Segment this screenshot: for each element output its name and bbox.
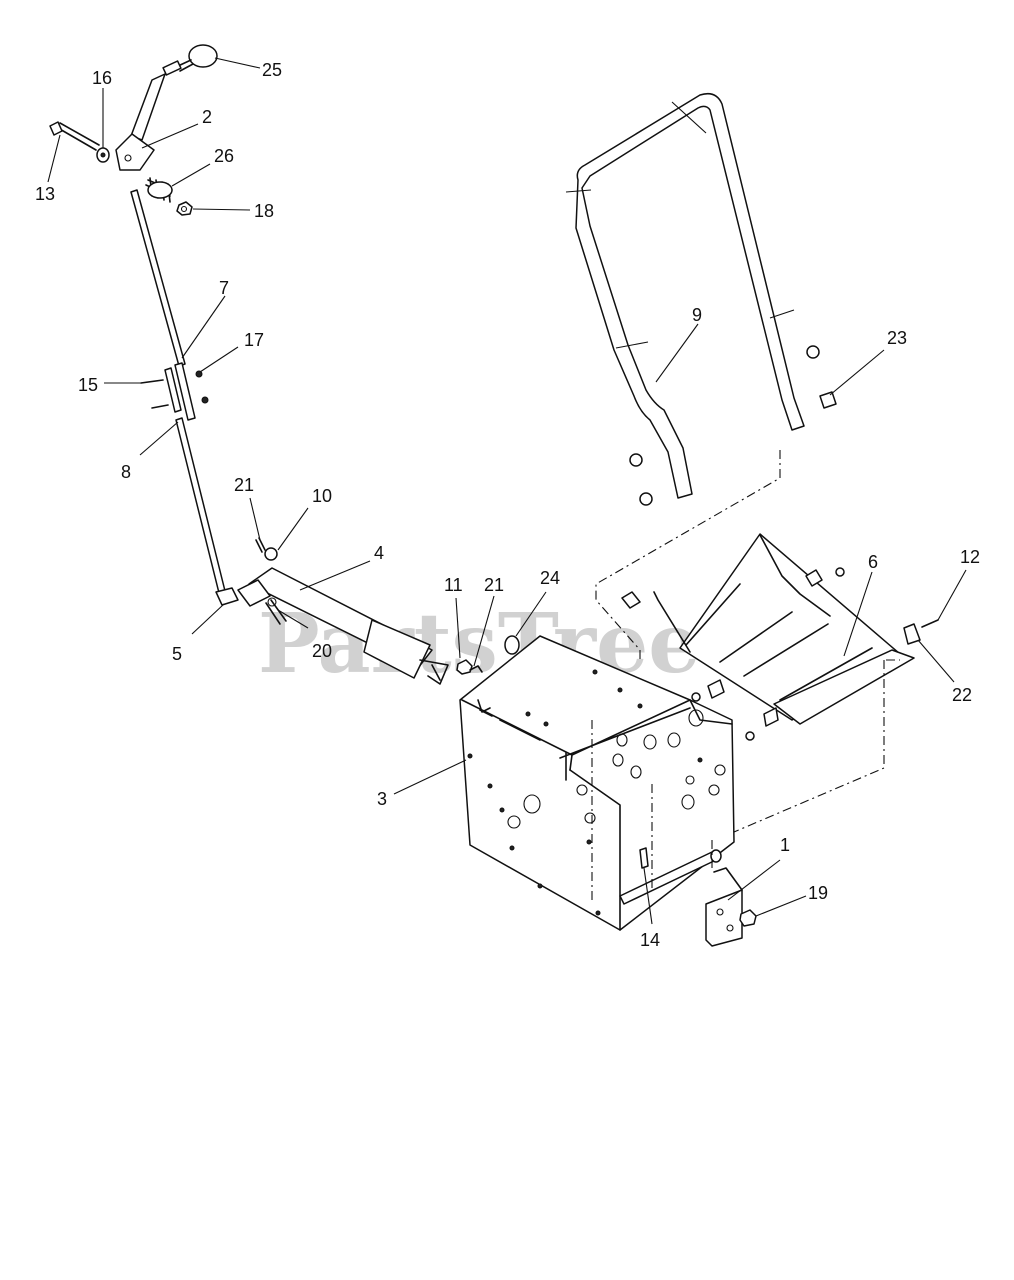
callout-2: 2 — [202, 107, 212, 127]
callout-3: 3 — [377, 789, 387, 809]
callout-19: 19 — [808, 883, 828, 903]
carriage-bolt — [639, 847, 649, 869]
callout-5: 5 — [172, 644, 182, 664]
callout-labels: 25 16 2 13 26 18 7 17 15 8 9 23 21 10 4 … — [35, 60, 980, 950]
step-plate — [653, 533, 915, 725]
callout-8: 8 — [121, 462, 131, 482]
assembly-centerlines — [591, 450, 900, 900]
callout-7: 7 — [219, 278, 229, 298]
callout-20: 20 — [312, 641, 332, 661]
callout-15: 15 — [78, 375, 98, 395]
shift-rod-upper — [130, 189, 186, 367]
callout-13: 13 — [35, 184, 55, 204]
handle-bolts — [629, 345, 837, 506]
callout-10: 10 — [312, 486, 332, 506]
handle-bar — [565, 92, 805, 499]
main-frame — [459, 635, 735, 931]
compression-spring — [145, 177, 173, 203]
shoulder-bolt — [49, 121, 100, 151]
callout-1: 1 — [780, 835, 790, 855]
axle-rod — [619, 849, 722, 905]
callout-16: 16 — [92, 68, 112, 88]
frame-nut — [456, 659, 483, 675]
bushing-small — [264, 547, 278, 561]
lock-nut-small — [176, 201, 193, 216]
bushing-large — [504, 635, 520, 655]
shift-link-bracket — [140, 362, 209, 421]
flat-washer — [96, 147, 110, 163]
shift-rod-lower — [175, 417, 239, 606]
callout-11: 11 — [444, 575, 463, 595]
callout-4: 4 — [374, 543, 384, 563]
callout-6: 6 — [868, 552, 878, 572]
callout-leaders — [47, 57, 967, 925]
callout-9: 9 — [692, 305, 702, 325]
callout-21-lower: 21 — [484, 575, 504, 595]
callout-12: 12 — [960, 547, 980, 567]
shift-lever-upper — [115, 73, 166, 171]
callout-26: 26 — [214, 146, 234, 166]
callout-17: 17 — [244, 330, 264, 350]
callout-22: 22 — [952, 685, 972, 705]
step-hardware — [621, 567, 939, 741]
callout-24: 24 — [540, 568, 560, 588]
axle-bracket — [705, 867, 743, 947]
callout-21-upper: 21 — [234, 475, 254, 495]
callout-23: 23 — [887, 328, 907, 348]
callout-18: 18 — [254, 201, 274, 221]
flange-nut — [739, 909, 757, 927]
shift-arm — [237, 567, 449, 685]
callout-25: 25 — [262, 60, 282, 80]
cotter-pin-upper — [255, 537, 266, 553]
shift-knob — [162, 44, 218, 76]
callout-14: 14 — [640, 930, 660, 950]
